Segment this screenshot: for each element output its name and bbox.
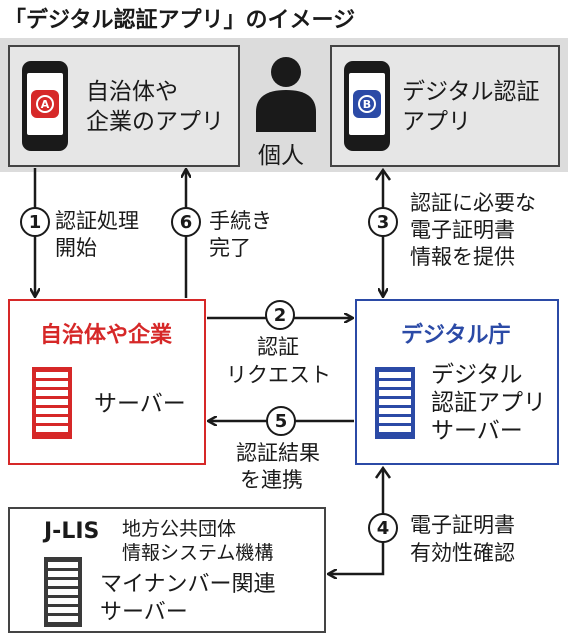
local-gov-server-label: サーバー <box>94 391 186 417</box>
server-rack-icon <box>375 367 415 439</box>
step2-number: 2 <box>265 300 295 330</box>
step5-number: 5 <box>266 406 296 436</box>
municipality-app-box: A 自治体や 企業のアプリ <box>8 45 240 167</box>
step2-label-line1: 認証 <box>257 335 299 359</box>
step3-label-line2: 電子証明書 <box>410 218 515 242</box>
local-gov-box: 自治体や企業 サーバー <box>8 299 206 465</box>
step3-number: 3 <box>368 207 398 237</box>
step1-label-line2: 開始 <box>55 236 97 260</box>
jlis-server-line1: マイナンバー関連 <box>100 572 276 597</box>
person-label: 個人 <box>258 143 304 169</box>
server-rack-icon <box>44 557 82 627</box>
digital-auth-app-label-line1: デジタル認証 <box>402 79 540 105</box>
digital-agency-server-line2: 認証アプリ <box>431 390 546 416</box>
arrow-step4 <box>329 470 385 574</box>
local-gov-title: 自治体や企業 <box>40 323 173 348</box>
digital-agency-title: デジタル庁 <box>401 323 511 348</box>
step6-number: 6 <box>171 207 201 237</box>
step6-label-line2: 完了 <box>209 236 251 260</box>
smartphone-icon: B <box>344 61 390 151</box>
step4-label-line1: 電子証明書 <box>410 513 515 537</box>
page-title: 「デジタル認証アプリ」のイメージ <box>4 8 356 33</box>
step6-label-line1: 手続き <box>209 209 272 233</box>
municipality-app-label-line2: 企業のアプリ <box>86 109 224 135</box>
step1-label-line1: 認証処理 <box>55 209 139 233</box>
digital-agency-box: デジタル庁 デジタル 認証アプリ サーバー <box>355 299 559 465</box>
step5-label-line1: 認証結果 <box>236 441 320 465</box>
app-b-badge-icon: B <box>353 90 381 118</box>
step4-number: 4 <box>368 513 398 543</box>
digital-auth-app-box: B デジタル認証 アプリ <box>330 45 560 167</box>
step5-label-line2: を連携 <box>240 468 303 492</box>
step3-label-line1: 認証に必要な <box>410 191 536 215</box>
jlis-desc-line1: 地方公共団体 <box>122 518 237 540</box>
digital-auth-app-label-line2: アプリ <box>402 109 471 135</box>
step3-label-line3: 情報を提供 <box>410 245 515 269</box>
digital-agency-server-line1: デジタル <box>431 362 523 388</box>
step4-label-line2: 有効性確認 <box>410 541 515 565</box>
jlis-server-line2: サーバー <box>100 600 188 625</box>
step1-number: 1 <box>20 207 50 237</box>
municipality-app-label-line1: 自治体や <box>86 79 178 105</box>
jlis-name: J-LIS <box>44 519 100 544</box>
digital-agency-server-line3: サーバー <box>431 418 523 444</box>
smartphone-icon: A <box>22 61 68 151</box>
jlis-desc-line2: 情報システム機構 <box>122 542 274 564</box>
jlis-box: J-LIS 地方公共団体 情報システム機構 マイナンバー関連 サーバー <box>8 507 326 633</box>
app-a-badge-icon: A <box>31 90 59 118</box>
server-rack-icon <box>32 367 72 439</box>
step2-label-line2: リクエスト <box>226 363 331 387</box>
person-icon <box>256 57 316 132</box>
